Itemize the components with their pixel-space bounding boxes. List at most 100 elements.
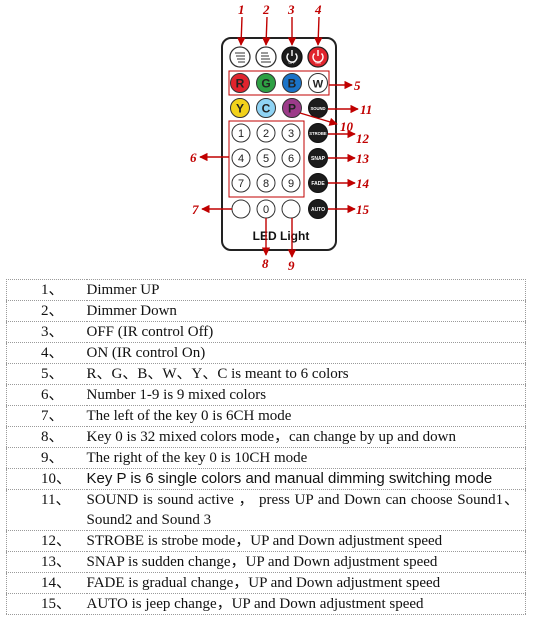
legend-number: 5、 xyxy=(6,363,87,385)
snap-key[interactable]: SNAP xyxy=(308,148,328,168)
number-key-5[interactable]: 5 xyxy=(256,148,276,168)
legend-description: STROBE is strobe mode，UP and Down adjust… xyxy=(86,530,526,552)
legend-row: 7、The left of the key 0 is 6CH mode xyxy=(6,405,526,427)
legend-number: 6、 xyxy=(6,384,87,406)
auto-key[interactable]: AUTO xyxy=(308,199,328,219)
legend-number: 15、 xyxy=(6,593,87,615)
power-icon xyxy=(312,50,324,63)
number-key-9[interactable]: 9 xyxy=(281,173,301,193)
legend-number: 7、 xyxy=(6,405,87,427)
legend-number: 14、 xyxy=(6,572,87,594)
fade-key[interactable]: FADE xyxy=(308,173,328,193)
callout-number-14: 14 xyxy=(356,176,370,191)
legend-description: The left of the key 0 is 6CH mode xyxy=(86,405,526,427)
mode-6ch-key[interactable] xyxy=(231,199,251,219)
number-key-1[interactable]: 1 xyxy=(231,123,251,143)
legend-description: The right of the key 0 is 10CH mode xyxy=(86,447,526,469)
number-key-7-label: 7 xyxy=(238,178,244,190)
legend-description: Key 0 is 32 mixed colors mode，can change… xyxy=(86,426,526,448)
legend-number: 8、 xyxy=(6,426,87,448)
off-key[interactable]: OFF xyxy=(281,46,303,68)
callout-number-10: 10 xyxy=(340,119,354,134)
color-key-b-label: B xyxy=(288,77,297,91)
sound-key-label: SOUND xyxy=(310,106,325,111)
color-key-y[interactable]: Y xyxy=(230,98,250,118)
number-key-0[interactable]: 0 xyxy=(256,199,276,219)
legend-number: 1、 xyxy=(6,279,87,301)
legend-description: SNAP is sudden change，UP and Down adjust… xyxy=(86,551,526,573)
number-key-3[interactable]: 3 xyxy=(281,123,301,143)
legend-number: 9、 xyxy=(6,447,87,469)
callout-number-11: 11 xyxy=(360,102,372,117)
brand-label: LED Light xyxy=(253,229,310,243)
number-key-2[interactable]: 2 xyxy=(256,123,276,143)
legend-number: 11、 xyxy=(6,489,87,531)
color-key-p-label: P xyxy=(288,102,296,116)
number-key-0-label: 0 xyxy=(263,204,269,216)
number-key-4[interactable]: 4 xyxy=(231,148,251,168)
number-key-8-label: 8 xyxy=(263,178,269,190)
number-key-6[interactable]: 6 xyxy=(281,148,301,168)
callout-arrow-2 xyxy=(262,16,271,46)
legend-row: 12、STROBE is strobe mode，UP and Down adj… xyxy=(6,530,526,552)
legend-number: 13、 xyxy=(6,551,87,573)
color-key-p[interactable]: P xyxy=(282,98,302,118)
auto-key-label: AUTO xyxy=(311,207,325,213)
callout-number-5: 5 xyxy=(354,78,361,93)
color-key-g[interactable]: G xyxy=(256,73,276,93)
legend-row: 15、AUTO is jeep change，UP and Down adjus… xyxy=(6,593,526,615)
number-key-8[interactable]: 8 xyxy=(256,173,276,193)
number-key-5-label: 5 xyxy=(263,153,269,165)
dimmer-down-key[interactable] xyxy=(255,46,277,68)
dimmer-up-icon xyxy=(235,52,245,63)
legend-row: 3、OFF (IR control Off) xyxy=(6,321,526,343)
callout-number-3: 3 xyxy=(287,2,295,17)
callout-number-9: 9 xyxy=(288,258,295,273)
color-key-c[interactable]: C xyxy=(256,98,276,118)
color-key-b[interactable]: B xyxy=(282,73,302,93)
legend-description: Number 1-9 is 9 mixed colors xyxy=(86,384,526,406)
legend-number: 2、 xyxy=(6,300,87,322)
sound-key[interactable]: SOUND xyxy=(308,98,328,118)
number-key-7[interactable]: 7 xyxy=(231,173,251,193)
legend-description: FADE is gradual change，UP and Down adjus… xyxy=(86,572,526,594)
color-key-r[interactable]: R xyxy=(230,73,250,93)
off-key-label: OFF xyxy=(289,61,296,65)
legend-description: ON (IR control On) xyxy=(86,342,526,364)
legend-row: 13、SNAP is sudden change，UP and Down adj… xyxy=(6,551,526,573)
number-key-2-label: 2 xyxy=(263,128,269,140)
legend-description: OFF (IR control Off) xyxy=(86,321,526,343)
snap-key-label: SNAP xyxy=(311,156,326,162)
number-key-3-label: 3 xyxy=(288,128,294,140)
callout-number-13: 13 xyxy=(356,151,370,166)
color-key-w[interactable]: W xyxy=(308,73,328,93)
strobe-key-label: STROBE xyxy=(309,131,327,136)
power-icon xyxy=(286,50,298,63)
on-key[interactable]: ON xyxy=(307,46,329,68)
color-key-c-label: C xyxy=(262,102,271,116)
color-key-y-label: Y xyxy=(236,102,244,116)
legend-number: 3、 xyxy=(6,321,87,343)
legend-description: Key P is 6 single colors and manual dimm… xyxy=(86,468,526,490)
remote-diagram: OFF ON R G B W Y C P SO xyxy=(190,2,372,273)
legend-row: 8、Key 0 is 32 mixed colors mode，can chan… xyxy=(6,426,526,448)
dimmer-down-icon xyxy=(261,52,271,63)
dimmer-up-key[interactable] xyxy=(229,46,251,68)
number-key-6-label: 6 xyxy=(288,153,294,165)
strobe-key[interactable]: STROBE xyxy=(308,123,328,143)
color-key-g-label: G xyxy=(261,77,270,91)
color-keys-highlight-box xyxy=(228,70,330,96)
legend-number: 4、 xyxy=(6,342,87,364)
legend-row: 9、The right of the key 0 is 10CH mode xyxy=(6,447,526,469)
legend-number: 10、 xyxy=(6,468,87,490)
legend-description: Dimmer UP xyxy=(86,279,526,301)
legend-row: 2、Dimmer Down xyxy=(6,300,526,322)
callout-arrow-1 xyxy=(237,16,246,46)
legend-row: 14、FADE is gradual change，UP and Down ad… xyxy=(6,572,526,594)
callout-arrow-10 xyxy=(299,112,338,126)
on-key-label: ON xyxy=(315,61,321,65)
legend-description: AUTO is jeep change，UP and Down adjustme… xyxy=(86,593,526,615)
callout-number-1: 1 xyxy=(238,2,245,17)
callout-number-8: 8 xyxy=(262,256,269,271)
mode-10ch-key[interactable] xyxy=(281,199,301,219)
